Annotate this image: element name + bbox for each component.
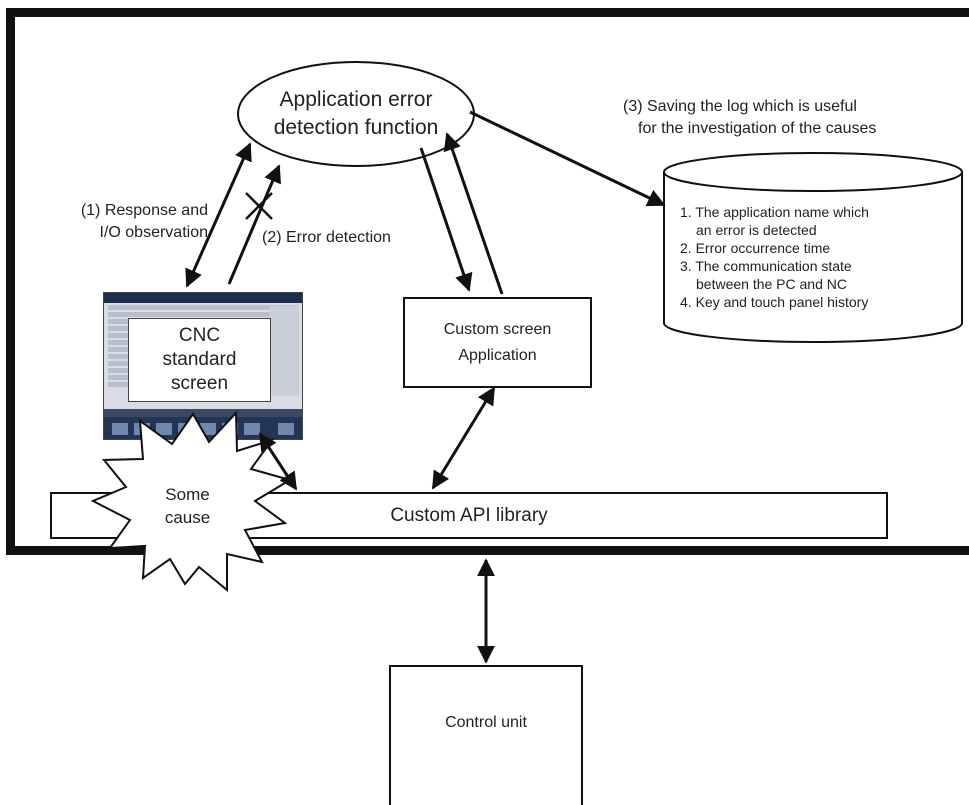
arrow-response-observation [185, 142, 252, 288]
detection-title-line1: Application error [279, 88, 433, 111]
custom-api-library-label: Custom API library [390, 504, 548, 526]
custom-screen-line2: Application [458, 346, 537, 364]
cause-line1: Some [165, 485, 210, 504]
response-observation-label: (1) Response and I/O observation [38, 200, 208, 244]
detection-title-line2: detection function [273, 116, 439, 139]
saving-line2: for the investigation of the causes [638, 120, 877, 137]
log-storage-cylinder [663, 152, 963, 343]
cnc-label-line2: standard [162, 349, 237, 370]
diagram-graphics [90, 61, 963, 664]
arrow-error-detection [227, 164, 281, 285]
error-detection-label: (2) Error detection [262, 229, 391, 246]
cnc-label-line1: CNC [178, 325, 221, 346]
arrow-custom-to-detection [443, 132, 504, 295]
some-cause-label: Some cause [140, 478, 235, 534]
arrow-cnc-api [258, 432, 298, 491]
saving-log-label: (3) Saving the log which is useful for t… [623, 96, 876, 140]
arrow-detection-to-custom [419, 147, 473, 292]
log-item: 4. Key and touch panel history [680, 294, 869, 310]
pc-boundary-frame [6, 8, 969, 555]
response-line1: (1) Response and [80, 202, 208, 219]
cnc-standard-screen-box: CNC standard screen [128, 318, 271, 402]
cnc-label-line3: screen [170, 373, 229, 394]
cause-line2: cause [164, 508, 211, 527]
control-unit-label: Control unit [445, 714, 527, 731]
detection-function-label: Application error detection function [238, 74, 474, 154]
arrow-to-log [469, 110, 666, 207]
log-item: 1. The application name which [680, 204, 869, 220]
log-item: 3. The communication state [680, 258, 852, 274]
arrow-custom-api [431, 386, 496, 490]
log-items-list: 1. The application name which an error i… [680, 203, 955, 311]
response-line2: I/O observation [99, 224, 209, 241]
custom-screen-application-box: Custom screen Application [403, 297, 592, 388]
log-item: 2. Error occurrence time [680, 240, 831, 256]
custom-screen-line1: Custom screen [443, 320, 552, 338]
log-item: an error is detected [696, 222, 817, 238]
saving-line1: (3) Saving the log which is useful [623, 98, 857, 115]
blocked-x-icon [245, 192, 273, 220]
log-item: between the PC and NC [696, 276, 847, 292]
control-unit-box: Control unit [389, 665, 583, 805]
